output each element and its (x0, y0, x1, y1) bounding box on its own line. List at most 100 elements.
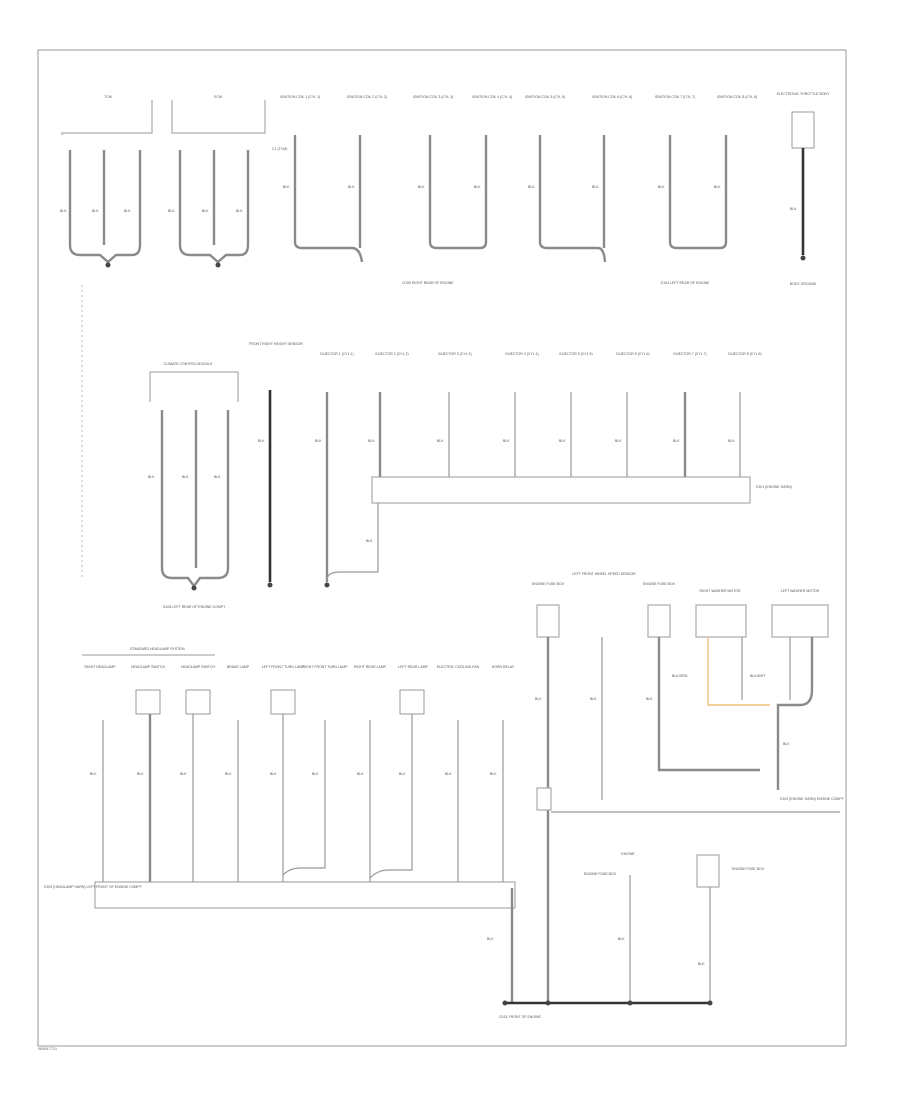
component-box (695, 604, 747, 638)
component-label: TCM (104, 95, 112, 99)
ground-label: G105 RIGHT REAR OF ENGINE (402, 281, 454, 285)
ground-point (627, 1000, 633, 1006)
lamp-wire (282, 720, 326, 876)
component-label: ELECTRONIC THROTTLE BODY (777, 92, 830, 96)
wire-label: BLK (714, 185, 721, 189)
wire-label: BLK (646, 697, 653, 701)
fuse-box-2-wire (657, 637, 760, 772)
wire-label: BLK (180, 772, 187, 776)
splice-s101 (371, 476, 751, 504)
splice-label: S102 (ENGINE HARN) ENGINE COMPT (780, 797, 845, 801)
ground-point (800, 255, 806, 261)
ecm-ground-wires (178, 150, 250, 264)
component-label: ENGINE FUSE BOX (584, 872, 617, 876)
wire-label: BLK (615, 439, 622, 443)
coil-5-6-ground-wires (538, 135, 607, 263)
component-box (647, 604, 671, 638)
wire-label: BLK/GRN (672, 674, 688, 678)
component-label: BRAKE LAMP (227, 665, 250, 669)
wire-label: BLK (418, 185, 425, 189)
component-box (270, 689, 296, 715)
ground-label: BODY GROUND (790, 282, 817, 286)
component-label: RIGHT REAR LAMP (354, 665, 387, 669)
component-label: IGNITION COIL 4 (CYL 4) (472, 95, 512, 99)
lower-right-section: ENGINE FUSE BOX LEFT FRONT WHEEL SPEED S… (499, 572, 845, 1019)
ground-point (267, 582, 273, 588)
injector-splice-wire (326, 500, 379, 581)
lamp-wire (369, 714, 413, 879)
injector-group: INJECTOR 2 (CYL 2) BLK INJECTOR 3 (CYL 3… (368, 352, 762, 477)
component-label: RIGHT FRONT TURN LAMP (303, 665, 349, 669)
component-label: CLIMATE CONTROL MODULE (164, 362, 213, 366)
component-label: INJECTOR 5 (CYL 5) (559, 352, 592, 356)
wire-label: BLK (202, 209, 209, 213)
component-label: IGNITION COIL 8 (CYL 8) (717, 95, 757, 99)
fuse-box-label: ENGINE (621, 852, 635, 856)
component-label: LEFT WASHER MOTOR (781, 589, 820, 593)
component-label: INJECTOR 1 (CYL 1) (320, 352, 353, 356)
ground-point (324, 582, 330, 588)
component-box (536, 604, 560, 638)
wire-label: BLK (728, 439, 735, 443)
wire-label: BLK (474, 185, 481, 189)
component-label: IGNITION COIL 7 (CYL 7) (655, 95, 695, 99)
wire-label: BLK (283, 185, 290, 189)
wire-label: BLK (258, 439, 265, 443)
component-label: IGNITION COIL 2 (CYL 2) (347, 95, 387, 99)
component-box (399, 689, 425, 715)
wire-label: BLK (399, 772, 406, 776)
component-label: ECM (214, 95, 222, 99)
lower-left-section: STANDARD HEADLAMP SYSTEM RIGHT HEADLAMP … (44, 647, 516, 1003)
coil-3-4-ground-wires (428, 135, 488, 250)
component-box (185, 689, 211, 715)
wire-label: BLK (357, 772, 364, 776)
middle-row: CLIMATE CONTROL MODULE BLK BLK BLK G106 … (148, 342, 792, 609)
section-header: STANDARD HEADLAMP SYSTEM (130, 647, 185, 651)
wire-label: BLK (490, 772, 497, 776)
component-label: IGNITION COIL 3 (CYL 3) (413, 95, 453, 99)
component-label: ENGINE FUSE BOX (532, 582, 565, 586)
wire-label: BLK (368, 439, 375, 443)
wire-label: BLK (783, 742, 790, 746)
ground-point (502, 1000, 508, 1006)
wire-label: BLK (182, 475, 189, 479)
top-row: TCM ECM BLK BLK BLK BLK BLK BLK C1 (TCM)… (60, 92, 830, 286)
component-box (771, 604, 829, 638)
wire-label: BLK (312, 772, 319, 776)
component-label: IGNITION COIL 5 (CYL 5) (525, 95, 565, 99)
component-label: LEFT FRONT TURN LAMP (262, 665, 305, 669)
diagram-border (37, 49, 847, 1047)
component-label: HORN RELAY (492, 665, 515, 669)
component-tcm: TCM (61, 95, 153, 135)
component-label: INJECTOR 2 (CYL 2) (375, 352, 408, 356)
diagram-code: W0047711 (38, 1046, 58, 1051)
component-label: INJECTOR 8 (CYL 8) (728, 352, 761, 356)
wire-label: BLK (445, 772, 452, 776)
wire-label: BLK/WHT (750, 674, 766, 678)
wire-label: BLK (437, 439, 444, 443)
component-label: INJECTOR 3 (CYL 3) (438, 352, 471, 356)
component-label: ELECTRIC COOLING FAN (437, 665, 480, 669)
wire-label: BLK (503, 439, 510, 443)
wire-label: BLK (348, 185, 355, 189)
wire-label: BLK (148, 475, 155, 479)
component-label: INJECTOR 6 (CYL 6) (616, 352, 649, 356)
component-ecm: ECM (171, 95, 266, 134)
wire-label: BLK (60, 209, 67, 213)
component-label: FRONT RIGHT HEIGHT SENSOR (249, 342, 303, 346)
component-bracket (149, 371, 239, 402)
wire-label: BLK (487, 937, 494, 941)
ground-point (191, 585, 197, 591)
component-box (791, 111, 815, 149)
ground-label: G104 LEFT REAR OF ENGINE (661, 281, 711, 285)
wire-label: BLK (124, 209, 131, 213)
ground-label: G101 FRONT OF ENGINE (499, 1015, 541, 1019)
ground-point (215, 262, 221, 268)
wire-label: BLK (673, 439, 680, 443)
component-label: LEFT REAR LAMP (398, 665, 428, 669)
wire-label: BLK (168, 209, 175, 213)
wire-label: BLK (590, 697, 597, 701)
wire-label: BLK (92, 209, 99, 213)
wire-label: BLK (366, 539, 373, 543)
